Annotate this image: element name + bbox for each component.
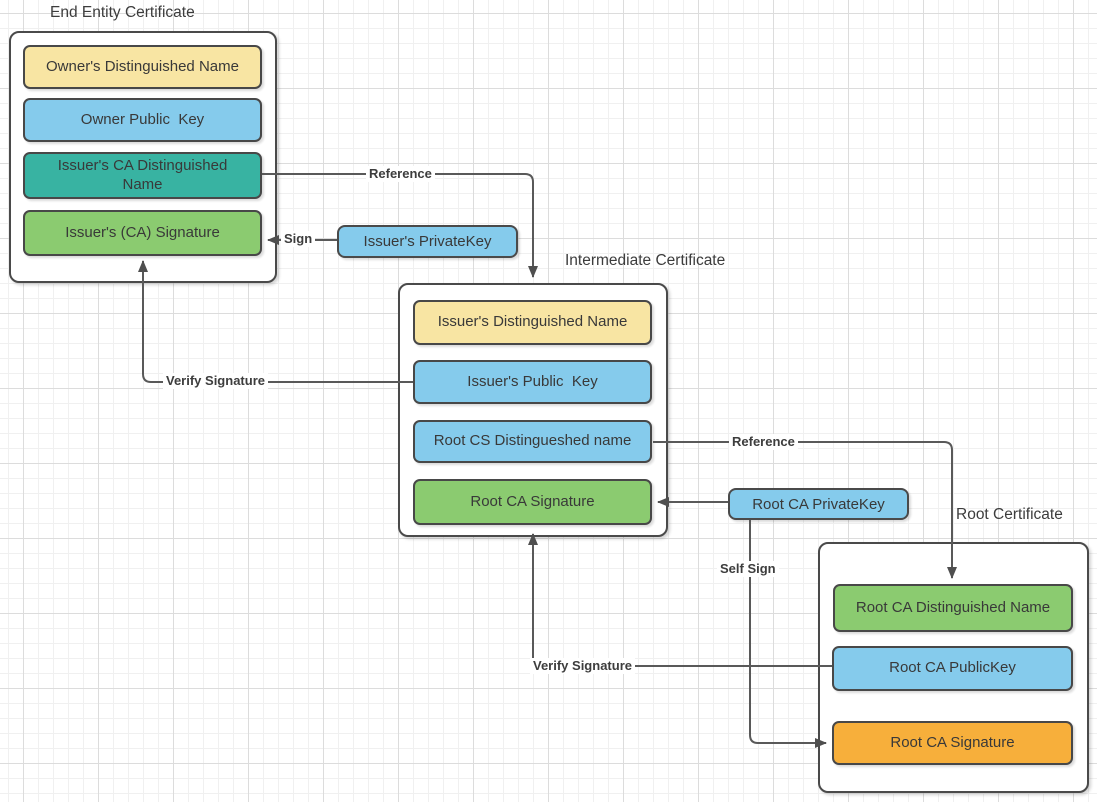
field-root-ca-publickey: Root CA PublicKey (832, 646, 1073, 691)
connector-label-reference-2: Reference (729, 434, 798, 450)
intermediate-certificate-title: Intermediate Certificate (565, 252, 726, 269)
field-root-ca-signature-intermediate: Root CA Signature (413, 479, 652, 525)
field-owner-public-key: Owner Public Key (23, 98, 262, 142)
connector-self-sign (749, 520, 827, 748)
connector-label-verify-signature-1: Verify Signature (163, 373, 268, 389)
field-root-ca-distinguished-name: Root CA Distinguished Name (833, 584, 1073, 632)
connector-label-self-sign: Self Sign (717, 561, 779, 577)
field-issuers-ca-distinguished-name: Issuer's CA Distinguished Name (23, 152, 262, 199)
end-entity-certificate-box: Owner's Distinguished Name Owner Public … (9, 31, 277, 283)
issuers-privatekey-box: Issuer's PrivateKey (337, 225, 518, 258)
intermediate-certificate-box: Issuer's Distinguished Name Issuer's Pub… (398, 283, 668, 537)
field-owners-distinguished-name: Owner's Distinguished Name (23, 45, 262, 89)
end-entity-certificate-title: End Entity Certificate (50, 4, 195, 21)
field-root-cs-distingueshed-name: Root CS Distingueshed name (413, 420, 652, 463)
connector-label-verify-signature-2: Verify Signature (530, 658, 635, 674)
field-root-ca-signature-root: Root CA Signature (832, 721, 1073, 765)
connector-verify-signature-right (528, 533, 832, 667)
field-issuers-ca-signature: Issuer's (CA) Signature (23, 210, 262, 256)
field-issuers-distinguished-name: Issuer's Distinguished Name (413, 300, 652, 345)
root-certificate-box: Root CA Distinguished Name Root CA Publi… (818, 542, 1089, 793)
connector-label-reference-1: Reference (366, 166, 435, 182)
root-certificate-title: Root Certificate (956, 506, 1063, 523)
connector-label-sign: Sign (281, 231, 316, 247)
field-issuers-public-key: Issuer's Public Key (413, 360, 652, 404)
root-ca-privatekey-box: Root CA PrivateKey (728, 488, 909, 520)
